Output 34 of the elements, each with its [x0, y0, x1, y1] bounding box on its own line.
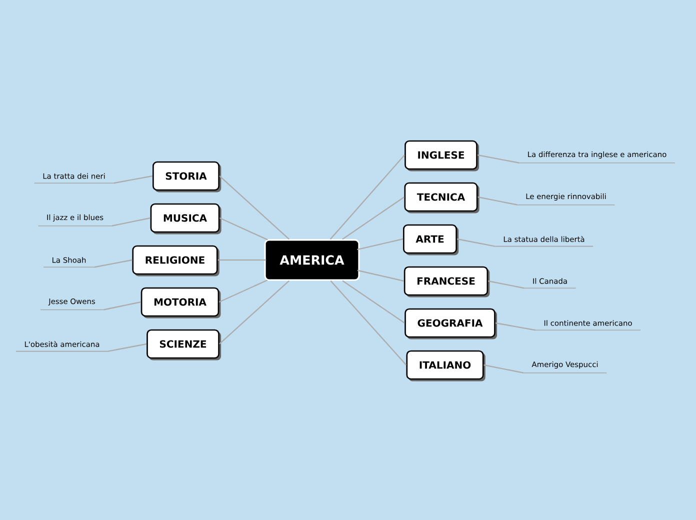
topic-box: RELIGIONE	[132, 245, 220, 276]
connector	[456, 238, 496, 247]
topic-box: INGLESE	[404, 140, 480, 172]
topic-box: MOTORIA	[140, 287, 221, 318]
connector	[108, 343, 147, 352]
topic-box: ITALIANO	[406, 350, 486, 382]
connector	[358, 270, 404, 282]
connector	[219, 176, 290, 240]
connector	[219, 280, 290, 344]
connector	[342, 196, 405, 240]
connector	[330, 280, 407, 366]
central-box: AMERICA	[264, 239, 360, 281]
connector	[495, 322, 536, 331]
connector	[330, 154, 406, 240]
connector	[478, 196, 518, 206]
connector	[488, 280, 524, 289]
topic-box: STORIA	[152, 161, 222, 192]
connector	[114, 175, 153, 184]
connector	[218, 280, 267, 303]
connector	[104, 301, 141, 310]
topic-box: ARTE	[403, 224, 459, 256]
connector	[484, 364, 524, 374]
connector	[219, 217, 267, 240]
topic-box: SCIENZE	[146, 329, 222, 360]
connector	[358, 238, 404, 250]
topic-box: MUSICA	[150, 203, 222, 234]
topic-box: GEOGRAFIA	[404, 308, 497, 340]
connector	[218, 259, 266, 261]
topic-box: FRANCESE	[404, 266, 490, 298]
connector	[342, 280, 405, 324]
connector	[477, 154, 520, 164]
connector	[94, 259, 132, 268]
connector	[112, 217, 150, 226]
topic-box: TECNICA	[404, 182, 480, 214]
